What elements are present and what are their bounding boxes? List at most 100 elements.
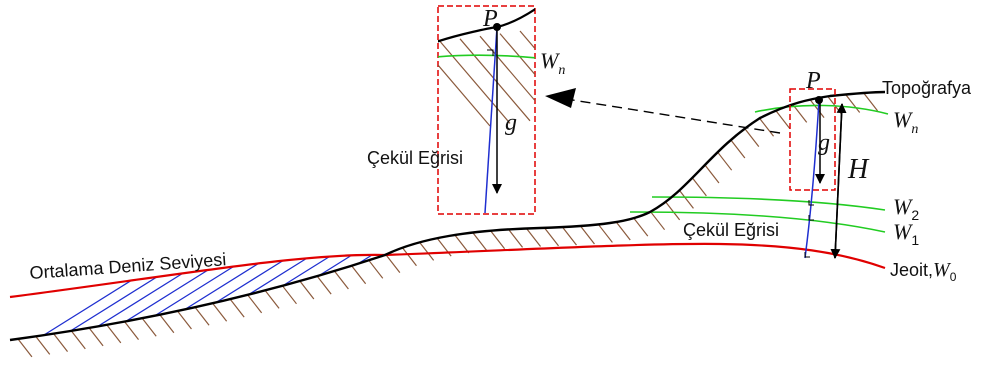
inset-hatch-line [620, 18, 690, 100]
ocean-hatch-line [259, 254, 385, 340]
ground-hatch-line [333, 270, 349, 290]
ground-hatch-line [177, 310, 192, 330]
ground-hatch-line [229, 298, 245, 318]
zoom-arrow [559, 97, 781, 134]
ground-hatch-line [597, 224, 613, 243]
ground-hatch-line [472, 232, 488, 251]
ground-hatch-line [809, 99, 825, 118]
ground-hatch-line [490, 230, 506, 250]
ground-hatch-line [633, 217, 649, 237]
inset-hatch-line [600, 21, 670, 103]
ground-hatch-line [691, 177, 707, 197]
ground-hatch-line [730, 139, 746, 159]
inset-content [438, 7, 730, 214]
inset-hatch-line [499, 33, 535, 76]
label-wn: Wn [893, 107, 918, 137]
ground-hatch-line [792, 103, 808, 123]
ocean-hatch-line [420, 250, 660, 392]
zoom-arrow-head [545, 88, 576, 108]
ground-hatch-line [194, 306, 210, 326]
ground-hatch-line [316, 275, 332, 295]
ground-hatch-line [579, 225, 595, 245]
plumb-line [804, 99, 820, 259]
label-plumb-main: Çekül Eğrisi [683, 220, 779, 240]
ground-hatch-line [282, 285, 297, 305]
ground-hatch-line [247, 294, 263, 314]
ground-hatch-line [704, 164, 720, 184]
height-arrow [830, 103, 847, 259]
topography-curve [9, 90, 886, 342]
ground-hatch-line [385, 254, 401, 273]
ocean-hatch-line [379, 254, 385, 340]
ground-hatch-line [744, 128, 760, 147]
ground-hatch-line [53, 333, 69, 353]
ground-hatch-line [759, 117, 775, 137]
inset-hatch-line [660, 13, 730, 95]
ground-hatch-line [419, 241, 435, 261]
label-gravity: g [818, 130, 830, 156]
inset-equipotential [438, 54, 535, 59]
right-angle-marks [804, 200, 814, 258]
ground-hatch-line [665, 201, 681, 221]
ground-hatch-line [35, 335, 51, 355]
ground-hatch-line [17, 338, 33, 358]
ground-hatch-line [678, 189, 694, 209]
ground-hatch-line [615, 221, 631, 241]
ground-hatch-line [650, 211, 666, 231]
ground-hatch-line [454, 234, 470, 254]
ground-hatch-line [159, 314, 175, 334]
equipotential-w2 [651, 196, 886, 211]
ground-hatch [17, 92, 879, 358]
ocean-hatch-line [359, 254, 385, 340]
ground-hatch-line [544, 227, 559, 247]
ground-hatch-line [70, 330, 86, 350]
inset-plumb-line [484, 26, 498, 214]
label-point-p: P [805, 68, 821, 94]
label-point-p-inset: P [482, 6, 498, 32]
ocean-hatch-line [440, 250, 680, 392]
equipotential-w1 [629, 211, 886, 233]
label-wn-inset: Wn [540, 48, 565, 78]
label-msl: Ortalama Deniz Seviyesi [29, 249, 227, 283]
inset-hatch-line [439, 41, 511, 124]
detail-box-small [789, 88, 836, 191]
ground-hatch-line [141, 317, 157, 337]
ocean-hatch-line [460, 250, 700, 392]
ocean-hatch-line [179, 254, 385, 340]
ocean-hatch-line [279, 254, 385, 340]
ground-hatch-line [775, 110, 791, 130]
label-topography: Topoğrafya [882, 78, 972, 98]
ocean-hatch-line [339, 254, 385, 340]
point-p [815, 96, 823, 104]
ocean-hatch-line [239, 254, 385, 340]
inset-point-p [493, 23, 501, 31]
ground-hatch-line [368, 259, 384, 279]
ocean-hatch-line [219, 254, 385, 340]
label-height: H [847, 154, 870, 185]
ground-hatch-line [526, 228, 541, 247]
inset-hatch-line [580, 23, 650, 105]
ground-hatch-line [508, 229, 524, 248]
ground-hatch-line [401, 247, 417, 267]
ground-hatch-line [562, 226, 577, 246]
ground-hatch-line [717, 151, 733, 171]
ground-hatch-line [212, 302, 228, 322]
ocean-hatch-line [199, 254, 385, 340]
inset-hatch-line [519, 30, 535, 50]
ground-hatch-line [299, 280, 315, 300]
label-w1: W1 [893, 219, 919, 248]
ground-hatch-line [124, 321, 139, 340]
equipotential-wn [754, 104, 889, 115]
ground-hatch-line [88, 327, 104, 347]
ground-hatch-line [845, 94, 861, 113]
ground-hatch-line [264, 290, 280, 309]
ground-hatch-line [106, 324, 122, 344]
inset-hatch-line [438, 64, 491, 127]
ground-hatch-line [351, 265, 367, 285]
ground-hatch-line [863, 92, 879, 112]
inset-hatch-line [640, 15, 710, 97]
label-gravity-inset: g [505, 110, 517, 136]
label-plumb-inset: Çekül Eğrisi [367, 148, 463, 168]
label-w2: W2 [893, 194, 919, 223]
